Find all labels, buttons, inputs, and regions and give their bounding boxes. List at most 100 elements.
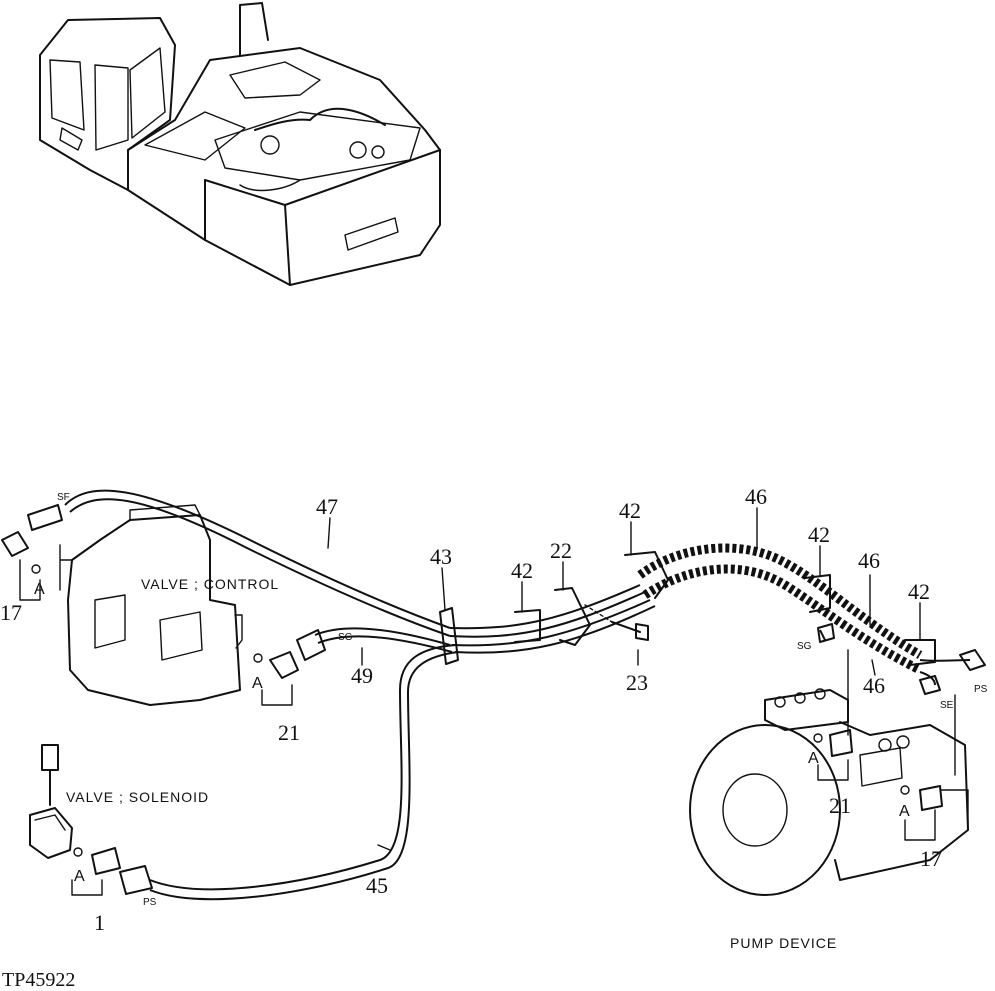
- pump-regulator-top: [764, 689, 849, 731]
- callout-49: 49: [351, 663, 373, 688]
- o-ring-17-left: [31, 564, 41, 574]
- elbow-se: [919, 675, 941, 695]
- callout-17-right: 17: [920, 846, 942, 871]
- pump-body: [834, 721, 969, 881]
- detail-a-21-right: A: [808, 750, 819, 767]
- control-valve-port: [234, 614, 243, 649]
- port-label-ps-solenoid: PS: [143, 897, 157, 908]
- control-valve-section: [94, 594, 126, 649]
- leader-21-right: [817, 759, 849, 781]
- leader-17-left: [19, 559, 41, 601]
- o-ring-21-right: [813, 733, 823, 743]
- control-valve-block: [159, 611, 203, 661]
- pump-port-2: [794, 692, 806, 704]
- control-valve-body: [67, 514, 241, 706]
- hose-45-a: [149, 644, 456, 891]
- cab-outline: [39, 17, 176, 191]
- port-label-sf: SF: [57, 492, 70, 503]
- callout-17-left: 17: [0, 600, 22, 625]
- label-solenoid-valve: VALVE ; SOLENOID: [66, 789, 209, 805]
- hose-47-a: [64, 489, 451, 629]
- counterweight-edge: [204, 179, 291, 286]
- detail-a-17-right: A: [899, 803, 910, 820]
- handrail: [239, 2, 269, 56]
- solenoid-detail: [34, 814, 66, 831]
- clamp-43: [439, 607, 459, 665]
- o-ring-1: [73, 847, 83, 857]
- excavator-overview: [39, 2, 441, 286]
- pump-port-4: [878, 738, 892, 752]
- bundle-2: [449, 591, 646, 638]
- label-pump-device: PUMP DEVICE: [730, 935, 837, 951]
- counterweight-slot: [344, 217, 399, 251]
- clamp-42-c: [804, 574, 831, 613]
- solenoid-connector: [41, 744, 59, 771]
- tool-box: [229, 61, 321, 99]
- leader-47: [327, 517, 331, 549]
- figure-id: TP45922: [2, 969, 75, 991]
- cab-side-window: [94, 64, 129, 151]
- side-panel: [144, 111, 246, 161]
- callout-22: 22: [550, 538, 572, 563]
- hose-sg-end: [819, 629, 826, 641]
- pump-input-shaft: [722, 773, 788, 847]
- solenoid-valve: [29, 744, 73, 859]
- elbow-21-left: [269, 651, 299, 679]
- hose-ps-end: [919, 659, 971, 662]
- elbow-21-right: [829, 729, 853, 757]
- hose-45-b: [149, 651, 459, 901]
- port-label-se: SE: [940, 700, 954, 711]
- deck-bottom: [127, 149, 441, 286]
- callout-46-a: 46: [745, 484, 767, 509]
- hose-49-b: [317, 635, 453, 653]
- o-ring-17-right: [900, 785, 910, 795]
- pump-rear: [939, 789, 969, 831]
- leader-45: [377, 844, 391, 851]
- solenoid-body: [29, 807, 73, 859]
- bolt-23-head: [635, 623, 649, 641]
- deck-top: [127, 47, 441, 151]
- bracket-22: [554, 587, 591, 646]
- clamp-42-a: [514, 609, 541, 643]
- pump-position: [260, 135, 280, 155]
- fitting-sg-pump: [817, 623, 835, 643]
- counterweight-top: [284, 149, 441, 206]
- callout-45: 45: [366, 873, 388, 898]
- pump-port-3: [814, 688, 826, 700]
- elbow-ps-pump: [959, 649, 986, 671]
- callout-42-c: 42: [808, 522, 830, 547]
- bundle-3: [451, 599, 651, 647]
- hose-lower: [239, 179, 301, 192]
- callout-46-b: 46: [858, 548, 880, 573]
- callout-47: 47: [316, 494, 338, 519]
- fitting-sf: [27, 504, 63, 531]
- leader-46-c: [871, 659, 876, 676]
- cab-front-window: [129, 47, 166, 139]
- leader-17-right: [904, 809, 936, 841]
- spiral-guard-46-a: [637, 543, 923, 659]
- callout-21-right: 21: [829, 793, 851, 818]
- pump-port-1: [774, 696, 786, 708]
- cab-step: [59, 127, 83, 151]
- elbow-17-left: [1, 531, 29, 557]
- callout-42-b: 42: [619, 498, 641, 523]
- detail-a-1: A: [74, 868, 85, 885]
- elbow-17-right: [919, 785, 943, 811]
- bundle-1: [449, 584, 641, 630]
- control-valve-spool-left: [59, 544, 73, 591]
- detail-a-17-left: A: [34, 581, 45, 598]
- callout-42-d: 42: [908, 579, 930, 604]
- callout-42-a: 42: [511, 558, 533, 583]
- cab-door-window: [49, 59, 85, 131]
- leader-1: [71, 879, 103, 896]
- valve-position: [349, 141, 367, 159]
- callout-23: 23: [626, 670, 648, 695]
- hose-47-b: [69, 498, 451, 637]
- detail-a-21-left: A: [252, 675, 263, 692]
- label-control-valve: VALVE ; CONTROL: [141, 576, 279, 592]
- port-label-sg-pump: SG: [797, 641, 812, 652]
- port-label-ps-pump: PS: [974, 684, 988, 695]
- bundle-4: [454, 605, 656, 654]
- fitting-ps-solenoid: [119, 865, 153, 895]
